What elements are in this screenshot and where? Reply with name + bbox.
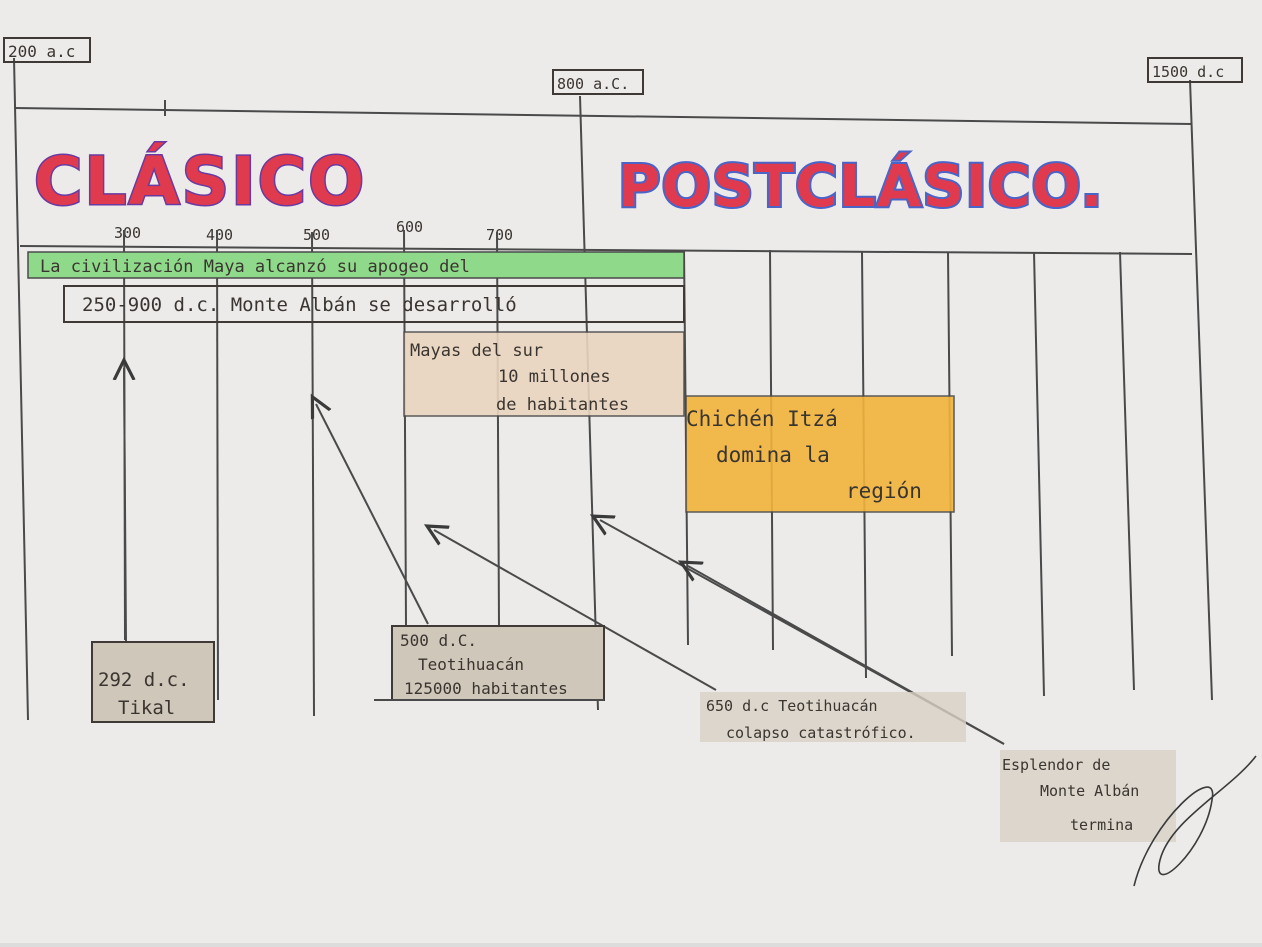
monte-alban-label: 250-900 d.c. Monte Albán se desarrolló — [82, 294, 517, 316]
mayas-sur-box — [403, 331, 685, 417]
esplendor-line1: Esplendor de — [1002, 756, 1110, 774]
teotihuacan-date: 500 d.C. — [400, 631, 477, 650]
esplendor-event-shade — [1000, 750, 1176, 842]
esplendor-line2: Monte Albán — [1040, 782, 1139, 800]
teotihuacan-name: Teotihuacán — [418, 655, 524, 674]
mayas-sur-line3: de habitantes — [496, 395, 629, 415]
tick-label-400: 400 — [206, 226, 233, 244]
signature-scribble — [1133, 755, 1257, 887]
century-axis-line — [19, 245, 1193, 255]
end-year-box — [1147, 57, 1243, 83]
left-boundary-line — [13, 57, 29, 721]
colapso-event-shade — [700, 692, 966, 742]
teotihuacan-population: 125000 habitantes — [404, 679, 568, 698]
mayas-sur-line1: Mayas del sur — [410, 341, 543, 361]
mid-year-label: 800 a.C. — [557, 75, 629, 93]
chichen-itza-box — [685, 395, 955, 513]
start-year-label: 200 a.c — [8, 42, 75, 61]
maya-apogee-band — [27, 251, 685, 279]
end-year-label: 1500 d.c — [1152, 63, 1224, 81]
tick-label-700: 700 — [486, 226, 513, 244]
right-boundary-line — [1189, 79, 1213, 701]
chichen-line3: región — [846, 479, 922, 503]
chichen-line1: Chichén Itzá — [686, 407, 838, 431]
mid-year-box — [552, 69, 644, 95]
colapso-line1: 650 d.c Teotihuacán — [706, 697, 878, 715]
monte-alban-band — [63, 285, 685, 323]
tick-label-600: 600 — [396, 218, 423, 236]
classic-period-title: CLÁSICO — [34, 142, 366, 220]
tikal-date: 292 d.c. — [98, 669, 190, 691]
tikal-event-box — [91, 641, 215, 723]
mayas-sur-line2: 10 millones — [498, 367, 611, 387]
maya-apogee-label: La civilización Maya alcanzó su apogeo d… — [40, 257, 470, 277]
chichen-line2: domina la — [716, 443, 830, 467]
tick-label-300: 300 — [114, 224, 141, 242]
esplendor-line3: termina — [1070, 816, 1133, 834]
top-axis-line — [13, 107, 1193, 125]
tikal-name: Tikal — [118, 697, 175, 719]
colapso-line2: colapso catastrófico. — [726, 724, 916, 742]
start-year-box — [3, 37, 91, 63]
postclassic-period-title: POSTCLÁSICO. — [618, 151, 1104, 220]
tick-label-500: 500 — [303, 226, 330, 244]
